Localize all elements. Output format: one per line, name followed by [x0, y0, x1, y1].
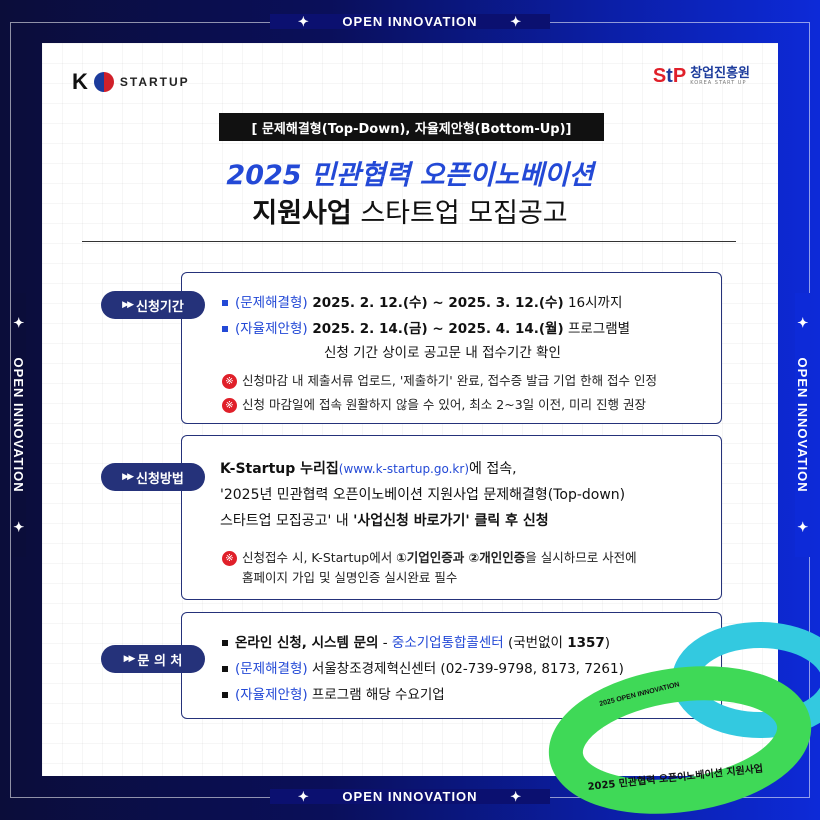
double-arrow-icon: ▶▶ — [122, 300, 134, 310]
diamond-icon: ✦ — [283, 789, 324, 804]
method-box: K-Startup 누리집(www.k-startup.go.kr)에 접속, … — [181, 435, 722, 600]
diamond-icon: ✦ — [11, 509, 26, 546]
title-line-2: 지원사업 스타트업 모집공고 — [252, 198, 568, 229]
period-note-1: ※신청마감 내 제출서류 업로드, '제출하기' 완료, 접수증 발급 기업 한… — [222, 370, 657, 389]
title-line-1: 2025 민관협력 오픈이노베이션 — [226, 160, 594, 191]
method-line-1: K-Startup 누리집(www.k-startup.go.kr)에 접속, — [220, 461, 517, 477]
diamond-icon: ✦ — [11, 305, 26, 341]
period-row-3: 신청 기간 상이로 공고문 내 접수기간 확인 — [324, 345, 561, 361]
stp-logo-mark: StP — [652, 65, 687, 87]
tagline-banner: [ 문제해결형(Top-Down), 자율제안형(Bottom-Up)] — [219, 113, 604, 141]
contact-label-pill: ▶▶문 의 처 — [101, 645, 205, 673]
method-note-2: 홈페이지 가입 및 실명인증 실시완료 필수 — [242, 570, 458, 585]
diamond-icon: ✦ — [496, 14, 537, 29]
divider — [82, 241, 736, 242]
diamond-icon: ✦ — [496, 789, 537, 804]
period-note-2: ※신청 마감일에 접속 원활하지 않을 수 있어, 최소 2~3일 이전, 미리… — [222, 394, 646, 413]
contact-row-3: (자율제안형) 프로그램 해당 수요기업 — [222, 683, 445, 703]
diamond-icon: ✦ — [795, 305, 810, 341]
edge-label-right: ✦ OPEN INNOVATION ✦ — [794, 293, 810, 558]
edge-label-left: ✦ OPEN INNOVATION ✦ — [10, 293, 26, 558]
period-label-pill: ▶▶신청기간 — [101, 291, 205, 319]
kstartup-logo: K STARTUP — [72, 69, 190, 94]
bullet-icon — [222, 666, 228, 672]
reference-mark-icon: ※ — [222, 398, 237, 413]
green-wristband — [548, 666, 812, 814]
bullet-icon — [222, 692, 228, 698]
period-row-2: (자율제안형) 2025. 2. 14.(금) ~ 2025. 4. 14.(월… — [222, 317, 630, 337]
bullet-icon — [222, 640, 228, 646]
edge-label-top: ✦ OPEN INNOVATION ✦ — [0, 14, 820, 30]
edge-label-bottom: ✦ OPEN INNOVATION ✦ — [0, 789, 820, 805]
reference-mark-icon: ※ — [222, 374, 237, 389]
contact-row-1: 온라인 신청, 시스템 문의 - 중소기업통합콜센터 (국번없이 1357) — [222, 631, 610, 651]
reference-mark-icon: ※ — [222, 551, 237, 566]
method-note-1: ※신청접수 시, K-Startup에서 ①기업인증과 ②개인인증을 실시하므로… — [222, 547, 637, 566]
method-label-pill: ▶▶신청방법 — [101, 463, 205, 491]
wristband-illustration: 2025 OPEN INNOVATION 2025 민관협력 오픈이노베이션 지… — [548, 622, 820, 814]
period-box: (문제해결형) 2025. 2. 12.(수) ~ 2025. 3. 12.(수… — [181, 272, 722, 424]
taegeuk-icon — [93, 72, 114, 92]
contact-row-2: (문제해결형) 서울창조경제혁신센터 (02-739-9798, 8173, 7… — [222, 657, 624, 677]
double-arrow-icon: ▶▶ — [122, 472, 134, 482]
diamond-icon: ✦ — [795, 509, 810, 546]
bullet-icon — [222, 326, 228, 332]
method-line-3: 스타트업 모집공고' 내 '사업신청 바로가기' 클릭 후 신청 — [220, 513, 549, 529]
period-row-1: (문제해결형) 2025. 2. 12.(수) ~ 2025. 3. 12.(수… — [222, 291, 622, 311]
bullet-icon — [222, 300, 228, 306]
diamond-icon: ✦ — [283, 14, 324, 29]
method-line-2: '2025년 민관협력 오픈이노베이션 지원사업 문제해결형(Top-down) — [220, 487, 626, 503]
double-arrow-icon: ▶▶ — [123, 654, 136, 664]
